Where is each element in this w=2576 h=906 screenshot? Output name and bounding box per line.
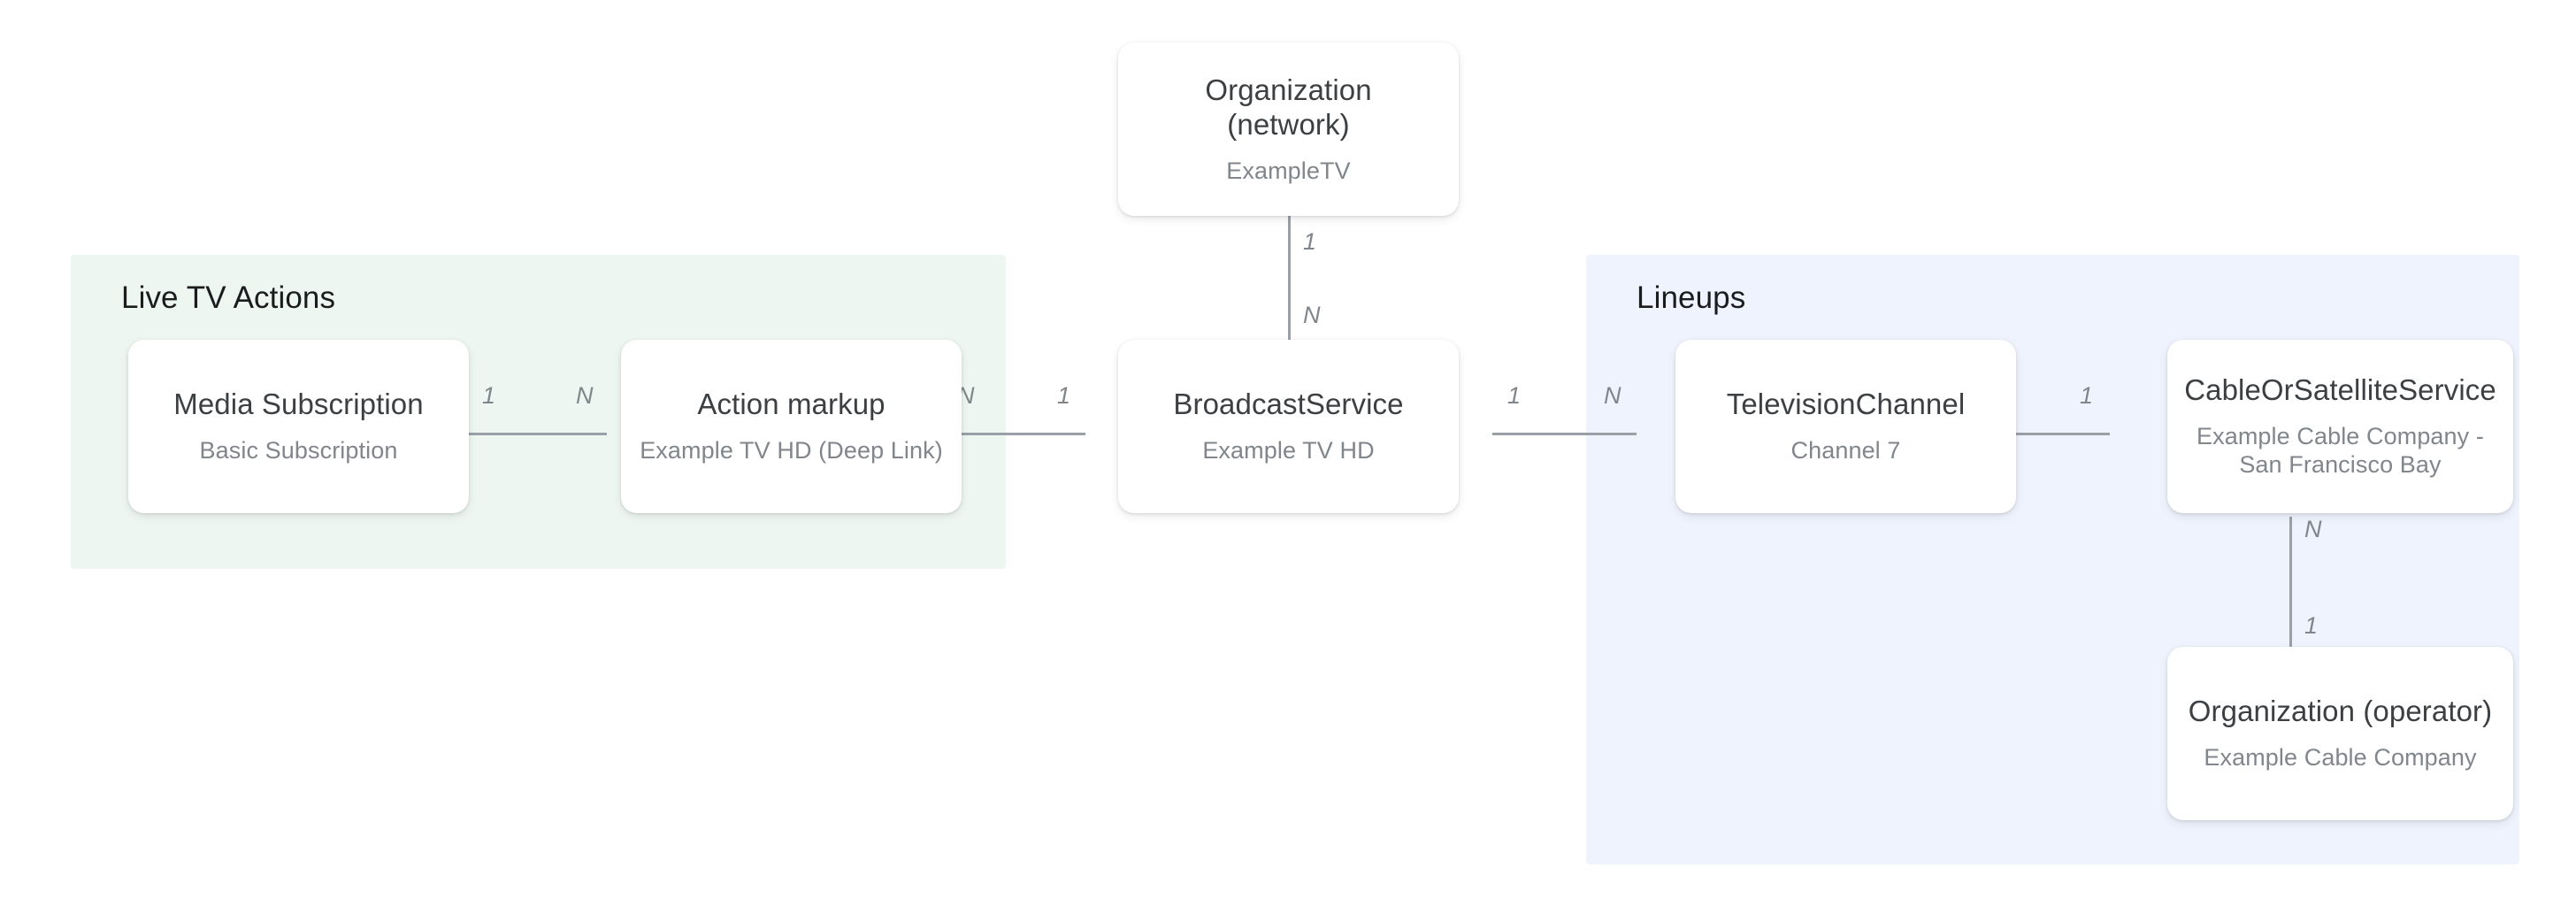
node-card-organization-network[interactable]: Organization (network) ExampleTV (1118, 42, 1459, 216)
edge-label-cable-or-satellite-from: N (2304, 516, 2322, 542)
node-subtitle-organization-network: ExampleTV (1226, 157, 1351, 184)
edge-line-cable-or-satellite-service-organization-operator (2289, 517, 2292, 647)
node-subtitle-line-1: Example Cable Company - (2196, 423, 2484, 450)
node-subtitle-television-channel: Channel 7 (1790, 437, 1901, 465)
edge-label-media-subscription-to: N (576, 382, 594, 409)
edge-label-org-network-from: 1 (1303, 228, 1317, 255)
edge-label-broadcast-service-from: 1 (1507, 382, 1522, 409)
edge-label-cable-or-satellite-to: 1 (2304, 612, 2319, 639)
node-title-line-2: (network) (1227, 107, 1350, 141)
group-title-live-tv-actions: Live TV Actions (121, 280, 336, 315)
node-card-media-subscription[interactable]: Media Subscription Basic Subscription (128, 340, 469, 513)
node-subtitle-action-markup: Example TV HD (Deep Link) (640, 437, 943, 465)
node-subtitle-line-2: San Francisco Bay (2239, 451, 2442, 479)
node-title-organization-operator: Organization (operator) (2188, 695, 2493, 728)
node-card-organization-operator[interactable]: Organization (operator) Example Cable Co… (2167, 647, 2513, 820)
edge-label-media-subscription-from: 1 (482, 382, 496, 409)
edge-line-television-channel-cable-or-satellite-service (1967, 433, 2110, 435)
node-subtitle-cable-or-satellite-service: Example Cable Company - San Francisco Ba… (2196, 422, 2484, 480)
edge-line-media-subscription-action-markup (467, 433, 607, 435)
edge-line-broadcast-service-television-channel (1492, 433, 1637, 435)
node-card-cable-or-satellite-service[interactable]: CableOrSatelliteService Example Cable Co… (2167, 340, 2513, 513)
node-title-broadcast-service: BroadcastService (1173, 388, 1404, 421)
node-title-line-1: Organization (1205, 73, 1372, 106)
group-title-lineups: Lineups (1637, 280, 1746, 315)
node-title-action-markup: Action markup (697, 388, 886, 421)
edge-label-television-channel-to: 1 (2080, 382, 2094, 409)
edge-line-action-markup-broadcast-service (942, 433, 1085, 435)
edge-label-broadcast-service-to: N (1604, 382, 1622, 409)
node-subtitle-media-subscription: Basic Subscription (199, 437, 398, 465)
node-title-cable-or-satellite-service: CableOrSatelliteService (2184, 373, 2496, 407)
node-title-organization-network: Organization (network) (1205, 73, 1371, 142)
edge-label-action-markup-to: 1 (1057, 382, 1071, 409)
node-card-action-markup[interactable]: Action markup Example TV HD (Deep Link) (621, 340, 962, 513)
node-subtitle-organization-operator: Example Cable Company (2204, 744, 2477, 772)
node-title-media-subscription: Media Subscription (173, 388, 424, 421)
node-card-broadcast-service[interactable]: BroadcastService Example TV HD (1118, 340, 1459, 513)
node-title-television-channel: TelevisionChannel (1726, 388, 1966, 421)
node-card-television-channel[interactable]: TelevisionChannel Channel 7 (1675, 340, 2016, 513)
edge-label-org-network-to: N (1303, 302, 1321, 328)
edge-line-org-network-broadcast-service (1288, 212, 1291, 342)
node-subtitle-broadcast-service: Example TV HD (1202, 437, 1375, 465)
